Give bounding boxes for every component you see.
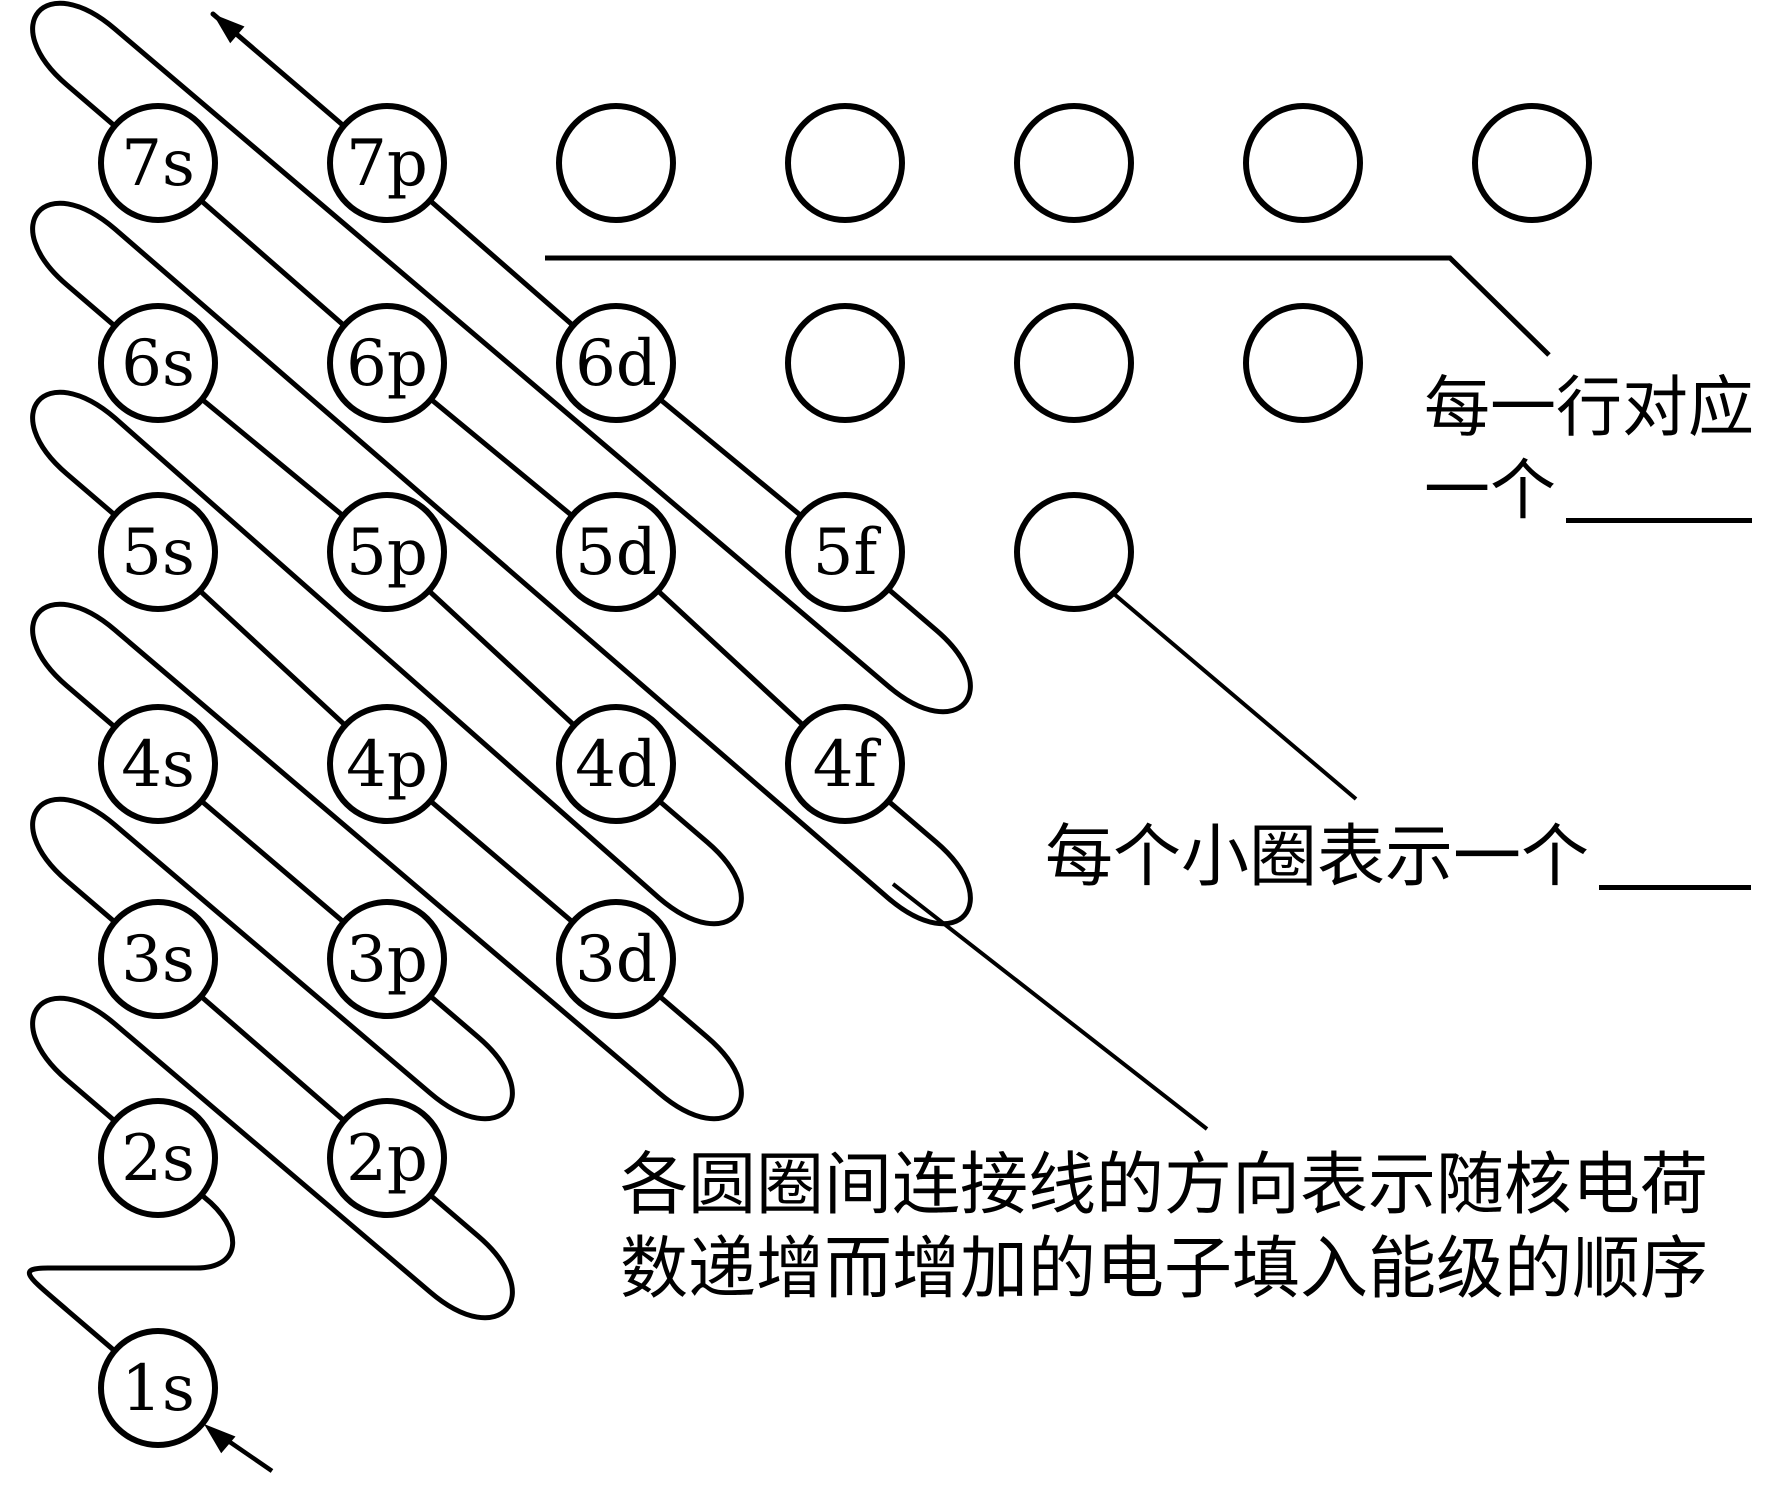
- orbital-label-3p: 3p: [346, 923, 428, 997]
- orbital-circle-5f: [785, 492, 905, 612]
- electron-filling-path: [26, 0, 973, 1391]
- orbital-label-4d: 4d: [575, 728, 657, 802]
- circle-annotation-text: 每个小圈表示一个: [1045, 818, 1590, 897]
- orbital-circle-3p: [327, 899, 447, 1019]
- empty-orbital-circle: [1243, 103, 1363, 223]
- row-annotation-blank: [1566, 476, 1752, 523]
- circle-leader-line: [1112, 592, 1358, 801]
- orbital-label-2s: 2s: [121, 1122, 195, 1196]
- exit-arrowhead-icon: [213, 14, 245, 44]
- orbital-circle-5d: [556, 492, 676, 612]
- orbital-label-5s: 5s: [121, 516, 195, 590]
- orbital-circle-4f: [785, 704, 905, 824]
- orbital-label-6s: 6s: [121, 327, 195, 401]
- orbital-circle-1s: [98, 1328, 218, 1448]
- row-leader-line: [545, 255, 1551, 357]
- orbital-label-4p: 4p: [346, 728, 428, 802]
- empty-orbital-circle: [1014, 103, 1134, 223]
- orbital-circle-3d: [556, 899, 676, 1019]
- empty-orbital-circle: [785, 303, 905, 423]
- order-annotation: 各圆圈间连接线的方向表示随核电荷 数递增而增加的电子填入能级的顺序: [620, 1144, 1708, 1312]
- orbital-circle-6s: [98, 303, 218, 423]
- orbital-label-3s: 3s: [121, 923, 195, 997]
- row-annotation-line2: 一个: [1424, 449, 1754, 532]
- empty-orbital-circle: [1014, 492, 1134, 612]
- empty-orbital-circle: [556, 103, 676, 223]
- orbital-label-4s: 4s: [121, 728, 195, 802]
- orbital-label-5p: 5p: [346, 516, 428, 590]
- order-leader-line: [891, 882, 1209, 1131]
- orbital-circle-2s: [98, 1098, 218, 1218]
- empty-orbital-circle: [1472, 103, 1592, 223]
- orbital-label-2p: 2p: [346, 1122, 428, 1196]
- row-annotation-line1: 每一行对应: [1424, 369, 1754, 446]
- order-annotation-line2: 数递增而增加的电子填入能级的顺序: [620, 1230, 1709, 1309]
- orbital-label-5f: 5f: [813, 516, 882, 590]
- orbital-circle-2p: [327, 1098, 447, 1218]
- empty-orbital-circle: [1243, 303, 1363, 423]
- orbital-label-6d: 6d: [575, 327, 657, 401]
- empty-orbital-circle: [1014, 303, 1134, 423]
- orbital-circle-5p: [327, 492, 447, 612]
- orbital-circle-6p: [327, 303, 447, 423]
- orbital-circle-6d: [556, 303, 676, 423]
- orbital-circle-7p: [327, 103, 447, 223]
- circle-annotation: 每个小圈表示一个: [1045, 816, 1752, 899]
- orbital-circle-4s: [98, 704, 218, 824]
- orbital-circle-7s: [98, 103, 218, 223]
- orbital-label-5d: 5d: [575, 516, 657, 590]
- circle-annotation-blank: [1599, 843, 1752, 890]
- orbital-label-6p: 6p: [346, 327, 428, 401]
- orbital-label-3d: 3d: [575, 923, 657, 997]
- orbital-circle-4d: [556, 704, 676, 824]
- row-annotation: 每一行对应 一个: [1424, 366, 1754, 532]
- empty-orbital-circle: [785, 103, 905, 223]
- orbital-label-1s: 1s: [121, 1352, 195, 1426]
- orbital-label-7p: 7p: [346, 127, 428, 201]
- orbital-circle-3s: [98, 899, 218, 1019]
- entry-arrowhead-icon: [204, 1424, 236, 1454]
- orbital-label-4f: 4f: [813, 728, 882, 802]
- orbital-circle-4p: [327, 704, 447, 824]
- order-annotation-line1: 各圆圈间连接线的方向表示随核电荷: [620, 1146, 1709, 1225]
- orbital-label-7s: 7s: [121, 127, 195, 201]
- orbital-circle-5s: [98, 492, 218, 612]
- entry-arrow-shaft: [222, 1436, 274, 1473]
